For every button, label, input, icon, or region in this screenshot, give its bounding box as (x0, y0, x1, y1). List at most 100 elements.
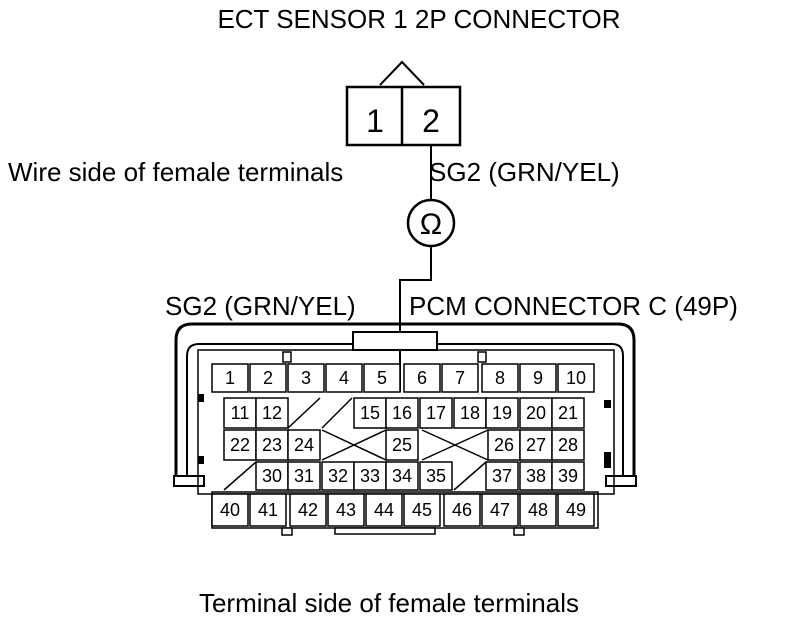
terminal-cell-46 (443, 493, 481, 527)
terminal-4: 4 (339, 368, 349, 388)
ohmmeter-circle (406, 198, 456, 248)
terminal-cell-8 (481, 363, 519, 393)
terminal-cell-5 (363, 363, 401, 393)
terminal-cell-21 (551, 397, 585, 429)
terminal-10: 10 (566, 368, 586, 388)
terminal-cell-35 (419, 461, 453, 491)
empty-slot-13 (287, 397, 321, 429)
bottom-tab-left (281, 527, 293, 536)
housing-lock-right-2 (604, 452, 611, 468)
terminal-cell-23 (255, 429, 289, 461)
terminal-35: 35 (426, 466, 446, 486)
terminal-6: 6 (417, 368, 427, 388)
terminal-cell-26 (487, 429, 521, 461)
terminal-22: 22 (230, 435, 250, 455)
terminal-cell-31 (287, 461, 321, 491)
empty-slot-36 (453, 461, 487, 491)
terminal-47: 47 (490, 500, 510, 520)
terminal-9: 9 (533, 368, 543, 388)
terminal-cell-20 (519, 397, 553, 429)
housing-lock-right-1 (604, 400, 611, 408)
terminal-cell-47 (481, 493, 519, 527)
terminal-cell-45 (403, 493, 441, 527)
terminal-33: 33 (360, 466, 380, 486)
terminal-23: 23 (262, 435, 282, 455)
terminal-cell-40 (211, 493, 249, 527)
terminal-16: 16 (392, 403, 412, 423)
ohmmeter: Ω (406, 198, 456, 248)
terminal-cell-16 (385, 397, 419, 429)
terminal-cell-33 (353, 461, 387, 491)
terminal-25: 25 (392, 435, 412, 455)
terminal-side-label: Terminal side of female terminals (199, 588, 579, 618)
terminal-cell-9 (519, 363, 557, 393)
terminal-cell-12 (255, 397, 289, 429)
terminal-21: 21 (558, 403, 578, 423)
housing-foot-left (173, 475, 205, 487)
terminal-cell-15 (353, 397, 387, 429)
terminal-27: 27 (526, 435, 546, 455)
terminal-46: 46 (452, 500, 472, 520)
terminal-18: 18 (460, 403, 480, 423)
housing-top-key (352, 331, 438, 351)
terminal-12: 12 (262, 403, 282, 423)
terminal-cell-10 (557, 363, 595, 393)
title-label: ECT SENSOR 1 2P CONNECTOR (217, 4, 620, 34)
empty-slot-x-right-b (421, 429, 489, 461)
terminal-7: 7 (455, 368, 465, 388)
terminal-19: 19 (492, 403, 512, 423)
terminal-39: 39 (558, 466, 578, 486)
sg2-wire-label-top: SG2 (GRN/YEL) (429, 157, 620, 187)
terminal-20: 20 (526, 403, 546, 423)
terminal-42: 42 (298, 500, 318, 520)
terminal-38: 38 (526, 466, 546, 486)
terminal-cell-44 (365, 493, 403, 527)
bottom-center-key (334, 527, 436, 535)
terminal-31: 31 (294, 466, 314, 486)
terminal-cell-42 (289, 493, 327, 527)
terminal-cell-11 (223, 397, 257, 429)
empty-slot-29 (223, 461, 257, 491)
terminal-cell-7 (441, 363, 479, 393)
empty-slot-14 (321, 397, 353, 429)
terminal-cell-41 (249, 493, 287, 527)
terminal-5: 5 (377, 368, 387, 388)
terminal-cell-34 (385, 461, 419, 491)
terminal-cell-4 (325, 363, 363, 393)
wire-side-label: Wire side of female terminals (8, 157, 343, 187)
top-tab-right (477, 351, 487, 363)
terminal-1: 1 (225, 368, 235, 388)
pcm-connector-label: PCM CONNECTOR C (49P) (409, 291, 738, 321)
terminal-34: 34 (392, 466, 412, 486)
connector-latch (379, 60, 425, 86)
terminal-cell-28 (551, 429, 585, 461)
terminal-11: 11 (231, 403, 250, 423)
pcm-connector-housing (173, 322, 637, 536)
terminal-cell-24 (287, 429, 321, 461)
terminal-cell-1 (211, 363, 249, 393)
terminal-cell-27 (519, 429, 553, 461)
terminal-cell-18 (453, 397, 487, 429)
terminal-cell-43 (327, 493, 365, 527)
terminal-cell-2 (249, 363, 287, 393)
terminal-cell-37 (485, 461, 519, 491)
terminal-43: 43 (336, 500, 356, 520)
ect-pin-2: 2 (422, 103, 440, 139)
terminal-2: 2 (263, 368, 273, 388)
ohm-icon: Ω (420, 208, 442, 241)
terminal-cell-25 (385, 429, 419, 461)
terminal-30: 30 (262, 466, 282, 486)
terminal-28: 28 (558, 435, 578, 455)
terminal-cell-30 (255, 461, 289, 491)
terminal-48: 48 (528, 500, 548, 520)
housing-lock-left-1 (198, 394, 204, 402)
ect-connector-body (345, 85, 462, 147)
terminal-8: 8 (495, 368, 505, 388)
terminal-cell-48 (519, 493, 557, 527)
ect-pin-1: 1 (366, 103, 384, 139)
housing-outer-shell (174, 322, 636, 478)
terminal-17: 17 (426, 403, 446, 423)
